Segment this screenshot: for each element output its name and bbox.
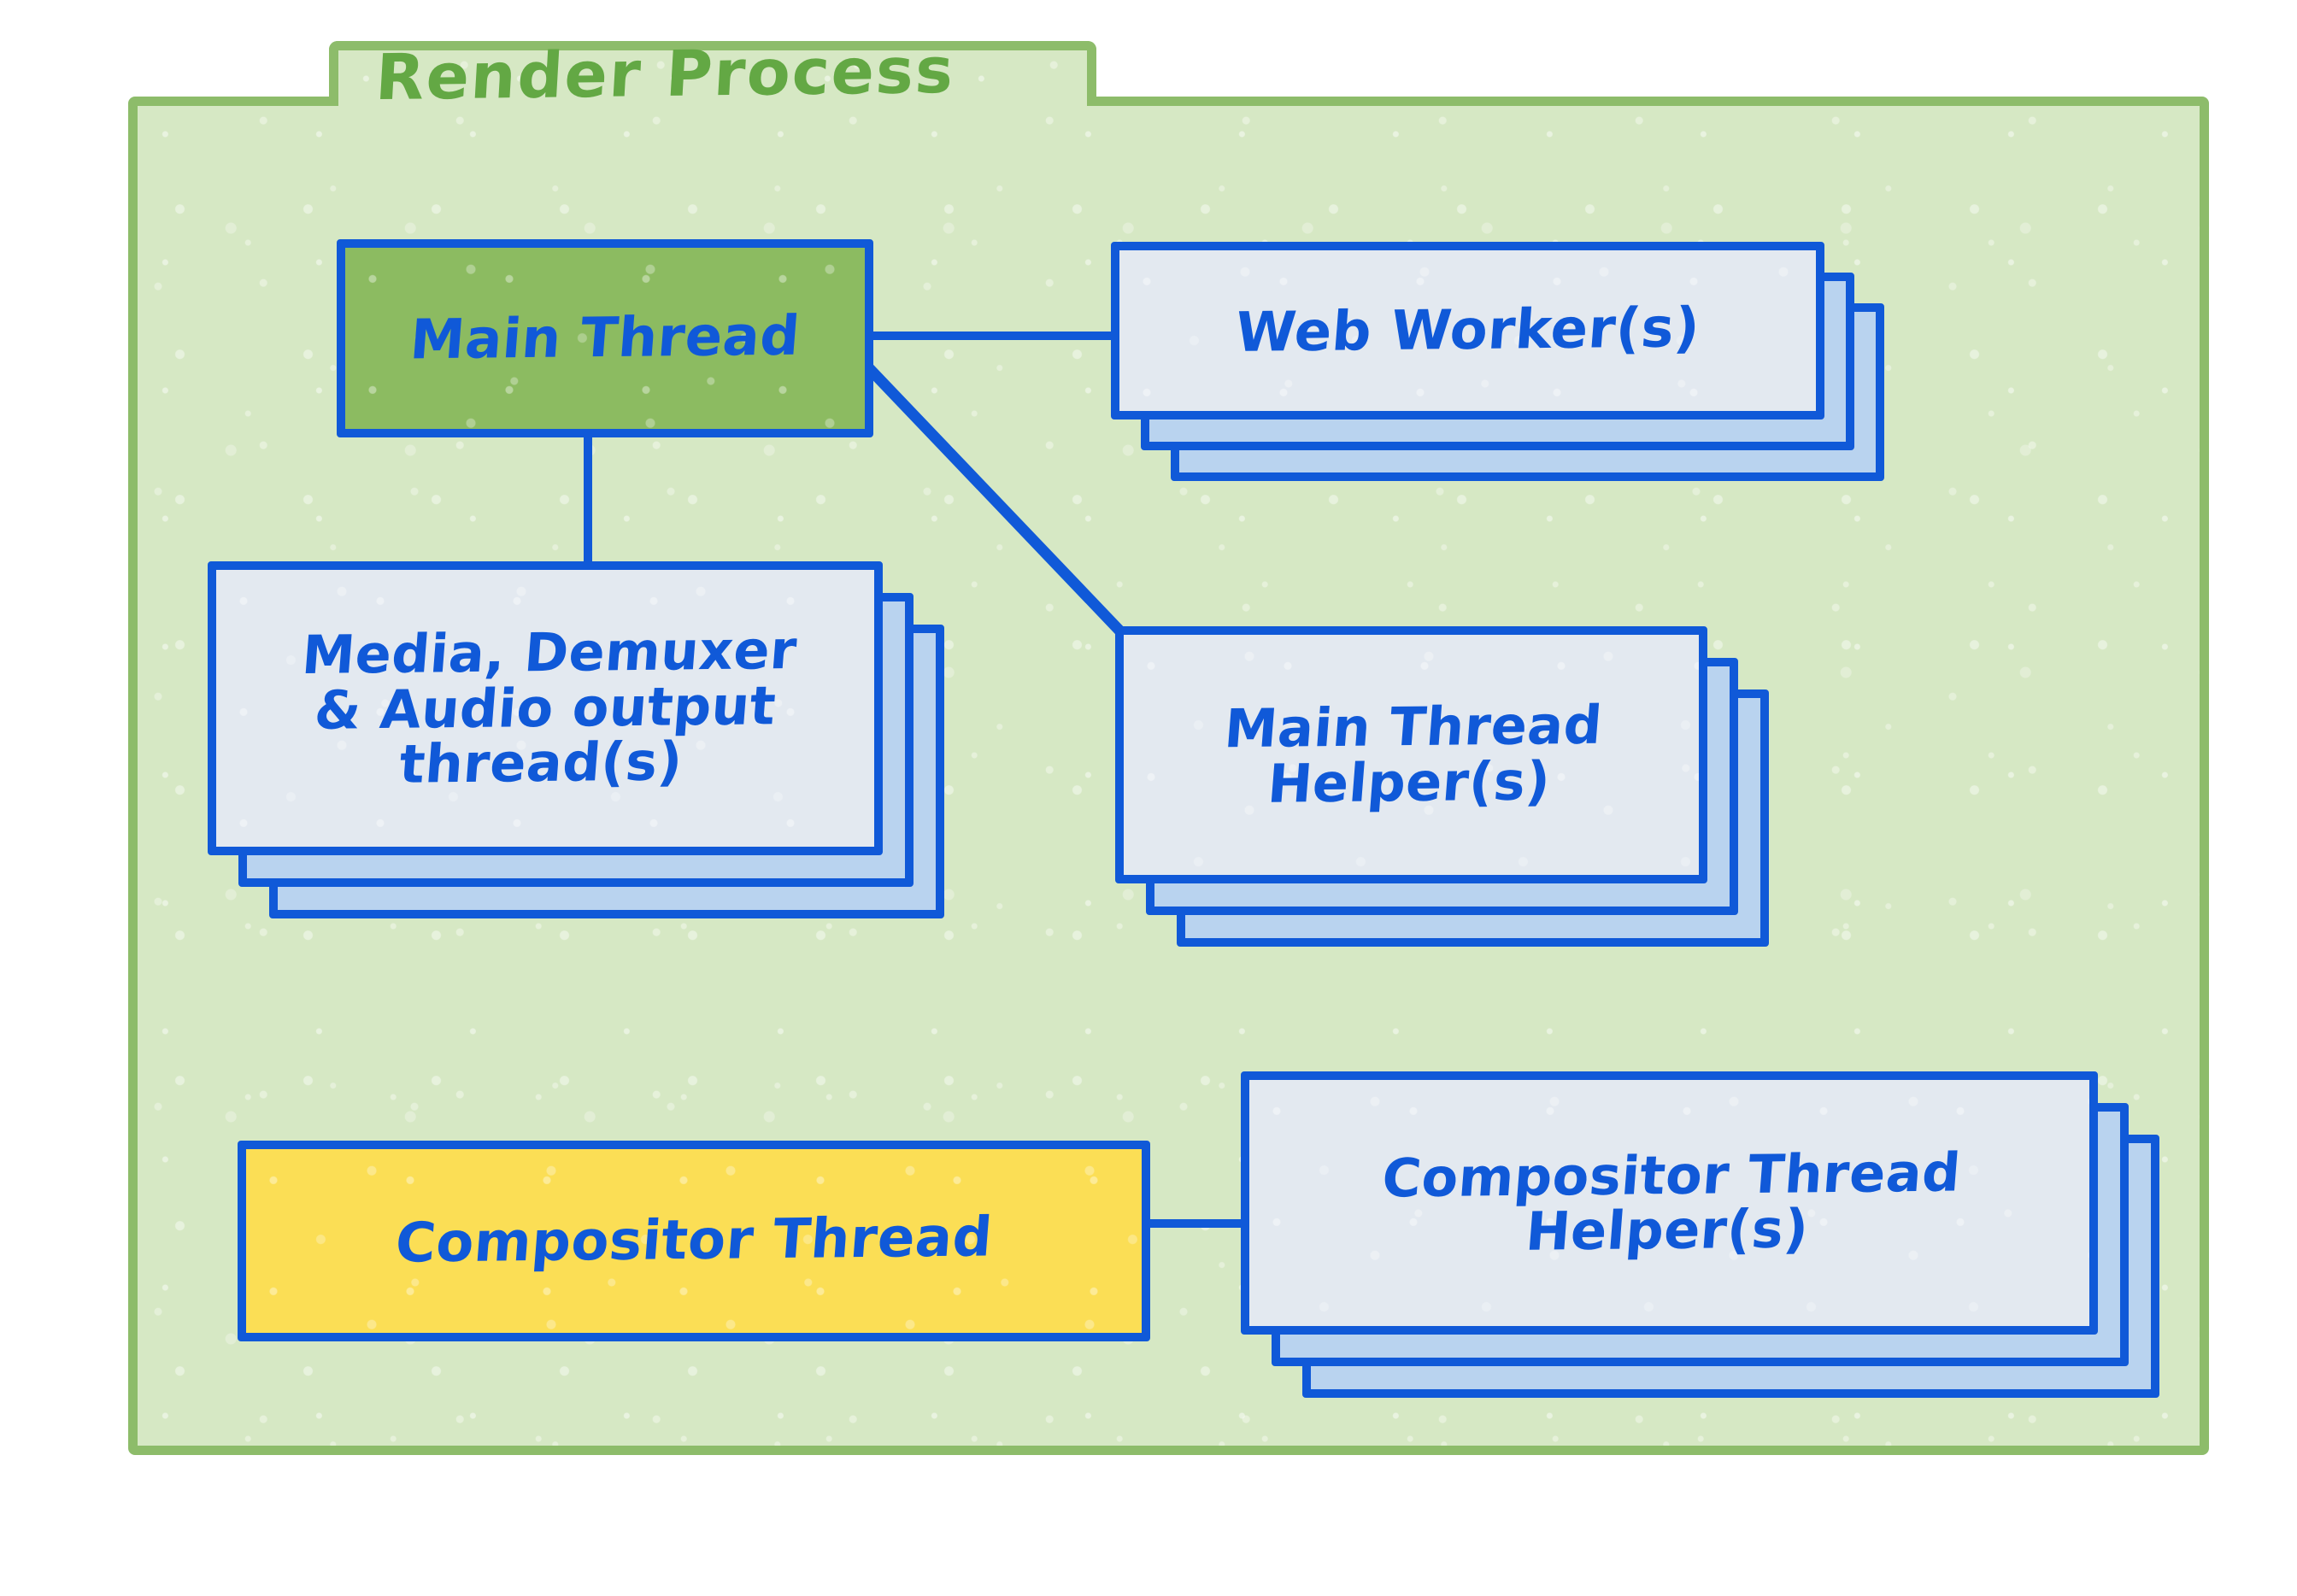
compositor-thread-label: Compositor Thread (393, 1206, 995, 1276)
page-title: Render Process (373, 33, 957, 115)
compositor-thread-helper-label: Compositor Thread Helper(s) (1379, 1140, 1964, 1263)
node-web-worker[interactable]: Web Worker(s) (1111, 242, 1884, 481)
node-main-thread[interactable]: Main Thread (337, 239, 873, 437)
main-thread-helper-label: Main Thread Helper(s) (1222, 693, 1605, 815)
render-process-frame-tab (329, 41, 1096, 118)
media-demuxer-label: Media, Demuxer & Audio output thread(s) (299, 619, 800, 795)
main-thread-label: Main Thread (408, 304, 802, 373)
node-compositor-thread[interactable]: Compositor Thread (238, 1141, 1150, 1341)
node-compositor-thread-helper[interactable]: Compositor Thread Helper(s) (1241, 1071, 2159, 1398)
node-main-thread-helper[interactable]: Main Thread Helper(s) (1115, 626, 1769, 947)
frame-tab-seam (338, 92, 1087, 106)
web-worker-label: Web Worker(s) (1233, 296, 1702, 365)
node-media-demuxer[interactable]: Media, Demuxer & Audio output thread(s) (208, 561, 944, 918)
